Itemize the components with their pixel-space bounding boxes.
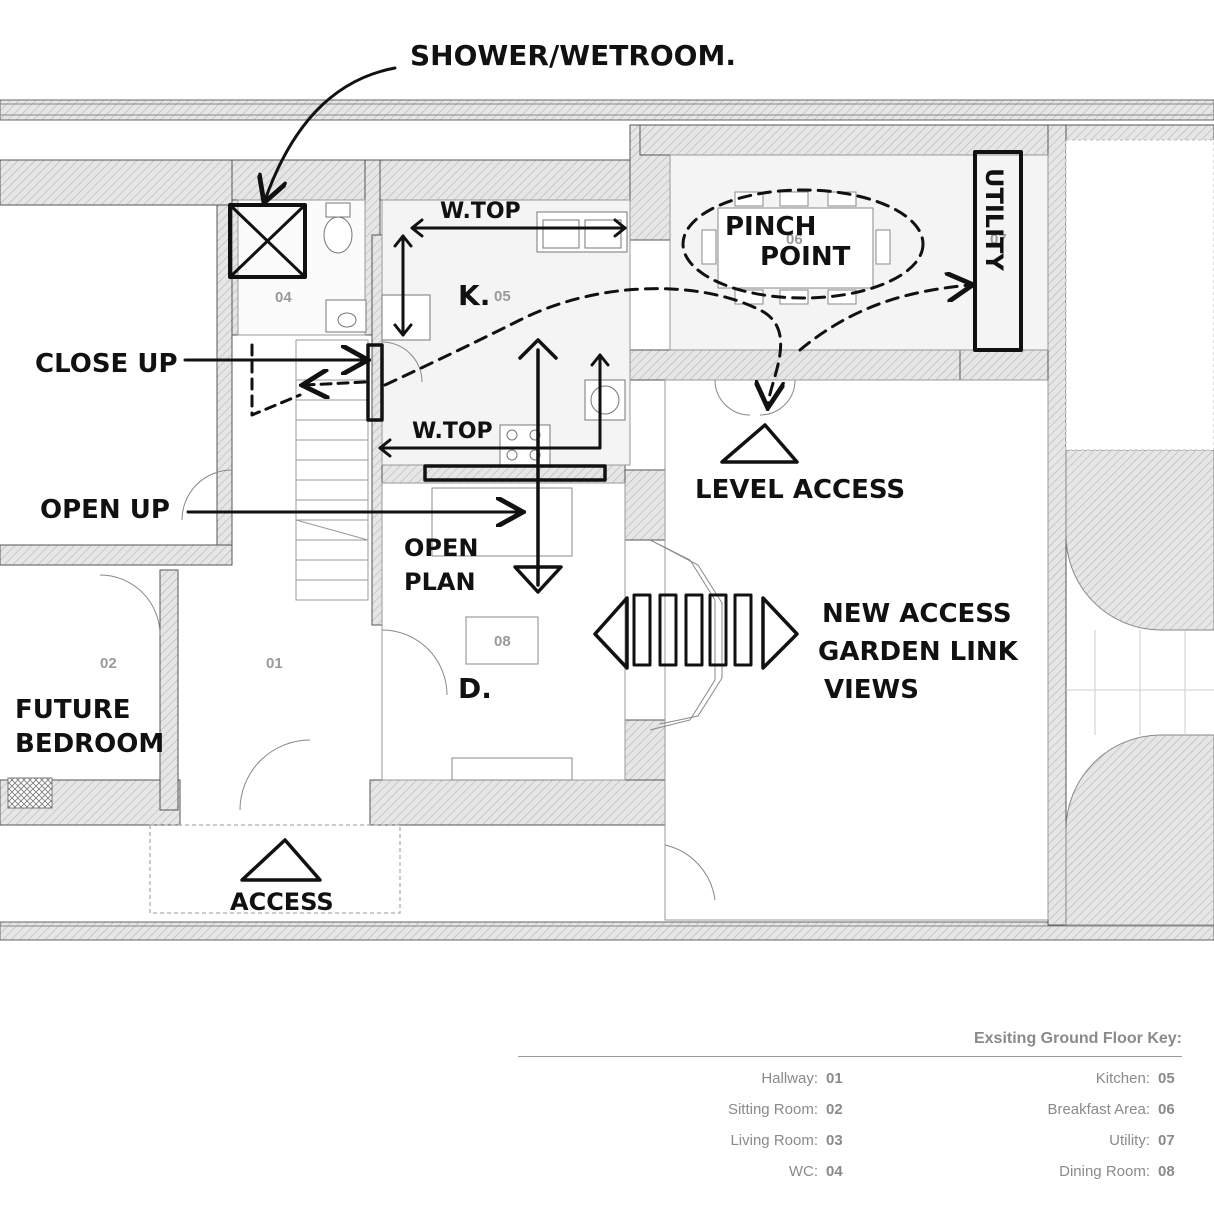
annotation-open: OPEN: [404, 534, 478, 562]
bay-window: [649, 539, 723, 731]
key-row: Sitting Room: 02: [518, 1094, 850, 1125]
room-number-02: 02: [100, 655, 117, 672]
key-label: Breakfast Area:: [1047, 1101, 1150, 1118]
annotation-bedroom: BEDROOM: [15, 729, 164, 759]
key-row: WC: 04: [518, 1156, 850, 1187]
sitting-room-fireplace: [7, 777, 53, 809]
annotation-views: VIEWS: [824, 675, 919, 705]
key-number: 08: [1158, 1163, 1175, 1180]
floor-key: Exsiting Ground Floor Key: Hallway: 01 Si…: [518, 1030, 1182, 1187]
annotation-new-access: NEW ACCESS: [822, 599, 1012, 629]
key-number: 07: [1158, 1132, 1175, 1149]
key-row: Dining Room: 08: [850, 1156, 1182, 1187]
kitchen-sink: [381, 211, 628, 466]
key-number: 06: [1158, 1101, 1175, 1118]
wc-fittings: [323, 202, 367, 333]
annotation-close-up: CLOSE UP: [35, 349, 178, 379]
key-number: 01: [826, 1070, 843, 1087]
annotation-kitchen: K.: [458, 279, 490, 312]
annotation-open-up: OPEN UP: [40, 495, 170, 525]
boundary-walls: [0, 99, 1214, 941]
room-number-06: 06: [786, 231, 803, 248]
annotation-wtop-upper: W.TOP: [440, 199, 521, 224]
pinch-point-ellipse: [681, 188, 925, 300]
annotation-wtop-lower: W.TOP: [412, 419, 493, 444]
key-number: 02: [826, 1101, 843, 1118]
room-number-07: 07: [990, 231, 1007, 248]
annotation-plan: PLAN: [404, 568, 476, 596]
annotation-utility: UTILITY: [980, 168, 1008, 271]
annotation-level-access: LEVEL ACCESS: [695, 475, 905, 505]
staircase: [295, 339, 369, 601]
dining-furniture: [431, 487, 573, 781]
annotation-dining: D.: [458, 672, 492, 705]
key-number: 03: [826, 1132, 843, 1149]
room-number-05: 05: [494, 288, 511, 305]
garden-beds: [1065, 139, 1214, 926]
key-label: Kitchen:: [1095, 1070, 1150, 1087]
annotation-pinch: PINCH: [725, 212, 816, 242]
room-number-04: 04: [275, 289, 292, 306]
open-up-wall: [423, 464, 607, 482]
key-column-left: Hallway: 01 Sitting Room: 02 Living Room: 0…: [518, 1063, 850, 1187]
key-number: 04: [826, 1163, 843, 1180]
key-title: Exsiting Ground Floor Key:: [518, 1030, 1182, 1057]
key-row: Utility: 07: [850, 1125, 1182, 1156]
key-label: Hallway:: [761, 1070, 818, 1087]
key-number: 05: [1158, 1070, 1175, 1087]
room-number-01: 01: [266, 655, 283, 672]
annotation-access: ACCESS: [230, 888, 334, 916]
key-label: WC:: [788, 1163, 818, 1180]
key-label: Utility:: [1109, 1132, 1150, 1149]
annotation-point: POINT: [760, 242, 851, 272]
utility-box: [973, 150, 1023, 352]
front-step: [149, 824, 401, 914]
key-row: Kitchen: 05: [850, 1063, 1182, 1094]
sketch-annotations: [183, 66, 1023, 882]
annotation-shower: SHOWER/WETROOM.: [410, 39, 736, 72]
key-row: Breakfast Area: 06: [850, 1094, 1182, 1125]
key-label: Sitting Room:: [727, 1101, 818, 1118]
annotation-garden-link: GARDEN LINK: [818, 637, 1019, 667]
close-up-wall: [366, 343, 384, 422]
key-label: Dining Room:: [1059, 1163, 1150, 1180]
breakfast-table: [701, 191, 891, 305]
key-column-right: Kitchen:05 Breakfast Area:06 Utility:07 …: [850, 1063, 1182, 1187]
room-number-08: 08: [494, 633, 511, 650]
annotation-future: FUTURE: [15, 695, 131, 725]
key-row: Hallway: 01: [518, 1063, 850, 1094]
floor-plan: 01 02 04 05 06 07 08: [0, 39, 1214, 941]
garden-paving: [1066, 630, 1214, 735]
key-row: Living Room: 03: [518, 1125, 850, 1156]
key-label: Living Room:: [730, 1132, 818, 1149]
